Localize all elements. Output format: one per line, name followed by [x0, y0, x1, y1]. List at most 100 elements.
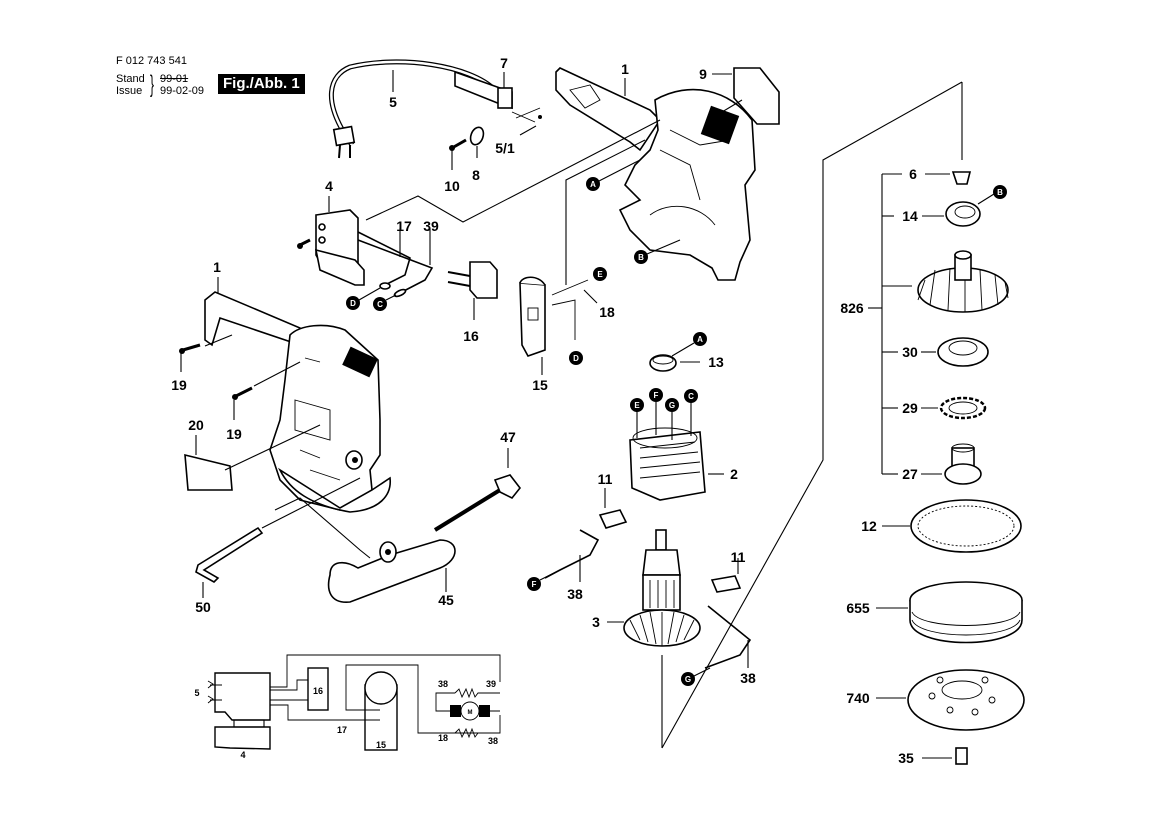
brace-icon: }: [150, 71, 155, 98]
bearing-13: [649, 354, 700, 372]
connector-marker-d-1: D: [346, 287, 381, 310]
wiring-label-39: 39: [486, 679, 496, 689]
suppressor: [447, 261, 498, 320]
connector-marker-b-2: B: [993, 185, 1007, 199]
carbon-brush-right: [704, 558, 752, 669]
armature: [607, 529, 701, 647]
part-label-740: 740: [846, 690, 870, 706]
wiring-label-38-bottom: 38: [488, 736, 498, 746]
part-label-10: 10: [444, 178, 460, 194]
wiring-label-38-top: 38: [438, 679, 448, 689]
connector-marker-c-2: C: [684, 389, 698, 403]
power-cord: [328, 59, 497, 159]
part-label-35: 35: [898, 750, 914, 766]
part-label-50: 50: [195, 599, 211, 615]
cord-clamp: [449, 107, 542, 170]
connector-marker-e-1: E: [593, 267, 607, 281]
wiring-label-suppressor: 16: [313, 686, 323, 696]
part-label-1-left: 1: [213, 259, 221, 275]
wiring-label-18: 18: [438, 733, 448, 743]
connector-marker-f-1: F: [649, 388, 663, 402]
brush-holder: [519, 139, 646, 375]
part-label-38-a: 38: [567, 586, 583, 602]
part-label-19-a: 19: [171, 377, 187, 393]
part-label-8: 8: [472, 167, 480, 183]
connector-marker-c-1: C: [373, 294, 397, 311]
figure-label: Fig./Abb. 1: [218, 74, 305, 94]
switch: [297, 196, 365, 286]
field-coil: [629, 402, 724, 501]
wiring-label-17: 17: [337, 725, 347, 735]
wiring-label-field: 15: [376, 740, 386, 750]
part-label-655: 655: [846, 600, 870, 616]
document-number: F 012 743 541: [116, 55, 187, 67]
svg-text:B: B: [997, 188, 1003, 197]
assembled-tool: [179, 277, 391, 513]
part-label-16: 16: [463, 328, 479, 344]
part-label-30: 30: [902, 344, 918, 360]
part-label-13: 13: [708, 354, 724, 370]
carbon-brush-left: [544, 488, 628, 582]
housing-half-top: [555, 67, 756, 281]
right-column-parts: [868, 171, 1025, 765]
svg-text:A: A: [590, 180, 596, 189]
right-column-outline: [661, 81, 963, 749]
cord-sleeve: [454, 70, 513, 110]
hex-key: [195, 477, 361, 598]
part-label-20: 20: [188, 417, 204, 433]
wiring-label-switch: 4: [240, 750, 245, 760]
svg-text:D: D: [350, 299, 356, 308]
svg-text:G: G: [669, 401, 675, 410]
issue-label: Issue: [116, 85, 143, 97]
part-label-17: 17: [396, 218, 412, 234]
svg-text:E: E: [597, 270, 603, 279]
connector-marker-e-2: E: [630, 398, 644, 412]
part-label-7: 7: [500, 55, 508, 71]
stand-value: 99-01: [160, 73, 189, 85]
part-label-6: 6: [909, 166, 917, 182]
part-label-38-b: 38: [740, 670, 756, 686]
svg-text:F: F: [532, 580, 537, 589]
connector-marker-a-2: A: [671, 332, 707, 357]
svg-text:A: A: [697, 335, 703, 344]
part-label-14: 14: [902, 208, 918, 224]
svg-text:C: C: [688, 392, 694, 401]
svg-text:E: E: [634, 401, 640, 410]
part-label-29: 29: [902, 400, 918, 416]
part-label-39: 39: [423, 218, 439, 234]
svg-text:D: D: [573, 354, 579, 363]
wiring-label-plug: 5: [194, 688, 199, 698]
part-label-15: 15: [532, 377, 548, 393]
svg-text:C: C: [377, 300, 383, 309]
connector-marker-d-2: D: [569, 351, 583, 365]
svg-text:F: F: [654, 391, 659, 400]
stand-label: Stand: [116, 73, 145, 85]
wiring-diagram: 5 4 16 17 15 18 38 39 38 M: [194, 654, 501, 760]
part-label-27: 27: [902, 466, 918, 482]
connector-marker-a-1: A: [586, 159, 641, 191]
part-label-18: 18: [599, 304, 615, 320]
label-plate-20: [184, 424, 321, 491]
issue-value: 99-02-09: [160, 85, 205, 97]
part-label-5: 5: [389, 94, 397, 110]
switch-leads: [357, 119, 661, 298]
connector-marker-b-1: B: [634, 239, 681, 264]
part-label-5-1: 5/1: [495, 140, 515, 156]
connector-marker-g-1: G: [665, 398, 679, 412]
connector-marker-g-2: G: [681, 667, 711, 686]
part-label-2: 2: [730, 466, 738, 482]
part-label-45: 45: [438, 592, 454, 608]
svg-text:G: G: [685, 675, 691, 684]
part-label-19-b: 19: [226, 426, 242, 442]
part-label-11-a: 11: [598, 471, 613, 487]
connector-marker-f-2: F: [527, 569, 561, 591]
handle-bolt: [433, 448, 522, 532]
part-label-11-b: 11: [731, 549, 746, 565]
label-plate-9: [721, 67, 780, 125]
part-label-826: 826: [840, 300, 864, 316]
part-label-47: 47: [500, 429, 516, 445]
part-label-1-top: 1: [621, 61, 629, 77]
part-label-12: 12: [861, 518, 877, 534]
part-label-9: 9: [699, 66, 707, 82]
